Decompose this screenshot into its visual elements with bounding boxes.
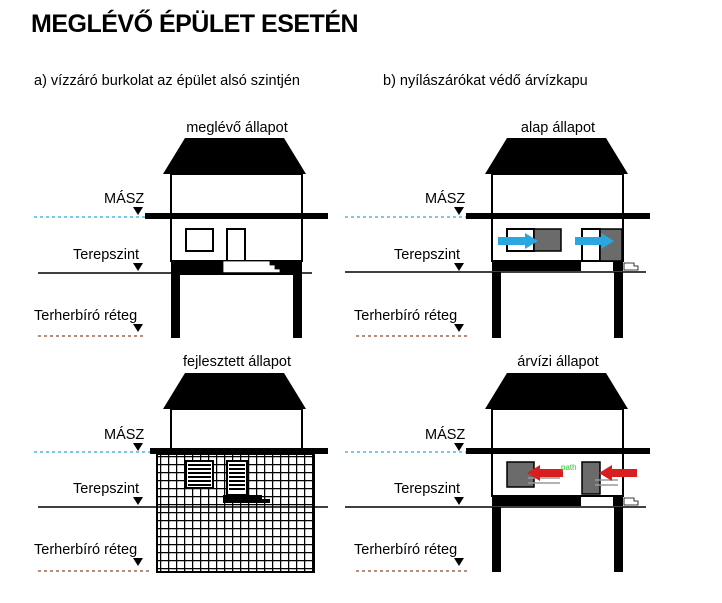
floor-slab (466, 448, 650, 454)
panel-improved-state: fejlesztett állapot MÁSZ Terepszint Terh… (34, 354, 328, 573)
down-triangle-icon (133, 558, 143, 566)
entrance-steps (223, 495, 270, 503)
roof (485, 138, 628, 174)
floor-slab (150, 448, 328, 454)
terherbiro-label: Terherbíró réteg (354, 308, 457, 324)
masz-label: MÁSZ (425, 190, 465, 207)
basement-block (613, 496, 623, 506)
panel-existing-state: meglévő állapot MÁSZ Terepszint Terherbí… (34, 120, 328, 338)
floor-slab (145, 213, 328, 219)
down-triangle-icon (133, 263, 143, 271)
down-triangle-icon (454, 443, 464, 451)
arrow-annotation: path (561, 463, 577, 472)
gate-rails (528, 477, 618, 486)
foundation-right (293, 273, 302, 338)
roof (163, 373, 306, 409)
flood-gate-closed (581, 461, 601, 495)
foundation-left (171, 273, 180, 338)
foundation-left (492, 272, 501, 338)
roof (485, 373, 628, 409)
masz-label: MÁSZ (104, 190, 144, 207)
terepszint-label: Terepszint (73, 247, 139, 263)
foundation-right (614, 272, 623, 338)
masz-label: MÁSZ (425, 426, 465, 443)
foundation-right (614, 507, 623, 572)
panel-title: alap állapot (521, 120, 595, 136)
terepszint-label: Terepszint (73, 481, 139, 497)
shutter-slats (229, 464, 245, 490)
terherbiro-label: Terherbíró réteg (34, 542, 137, 558)
floor-slab (466, 213, 650, 219)
terepszint-label: Terepszint (394, 247, 460, 263)
terherbiro-label: Terherbíró réteg (354, 542, 457, 558)
left-arrow-icon (527, 465, 563, 481)
right-arrow-icon (575, 233, 614, 249)
door (226, 228, 246, 262)
terepszint-label: Terepszint (394, 481, 460, 497)
terherbiro-label: Terherbíró réteg (34, 308, 137, 324)
down-triangle-icon (133, 207, 143, 215)
down-triangle-icon (454, 324, 464, 332)
down-triangle-icon (133, 443, 143, 451)
left-arrow-icon (599, 465, 637, 481)
panel-title: fejlesztett állapot (183, 354, 291, 370)
flood-gate-open (533, 228, 562, 252)
section-a-heading: a) vízzáró burkolat az épület alsó szint… (34, 73, 300, 89)
shutter-slats (188, 464, 211, 486)
page-title: MEGLÉVŐ ÉPÜLET ESETÉN (31, 9, 358, 38)
right-arrow-icon (498, 233, 538, 249)
foundation-left (492, 507, 501, 572)
window (185, 228, 214, 252)
basement-block (613, 261, 623, 271)
panel-title: árvízi állapot (517, 354, 598, 370)
down-triangle-icon (454, 497, 464, 505)
basement-block (492, 261, 581, 271)
entrance-steps (623, 497, 639, 506)
panel-base-state: alap állapot MÁSZ Terepszint Terherbíró … (345, 120, 650, 338)
entrance-steps (623, 262, 639, 271)
section-b-heading: b) nyílászárókat védő árvízkapu (383, 73, 588, 89)
down-triangle-icon (133, 497, 143, 505)
house-wall (170, 408, 303, 451)
panel-flood-state: árvízi állapot path MÁSZ Terepszint Terh… (345, 354, 650, 572)
basement-block (492, 496, 581, 506)
down-triangle-icon (454, 558, 464, 566)
down-triangle-icon (133, 324, 143, 332)
panel-title: meglévő állapot (186, 120, 288, 136)
down-triangle-icon (454, 207, 464, 215)
down-triangle-icon (454, 263, 464, 271)
roof (163, 138, 306, 174)
masz-label: MÁSZ (104, 426, 144, 443)
